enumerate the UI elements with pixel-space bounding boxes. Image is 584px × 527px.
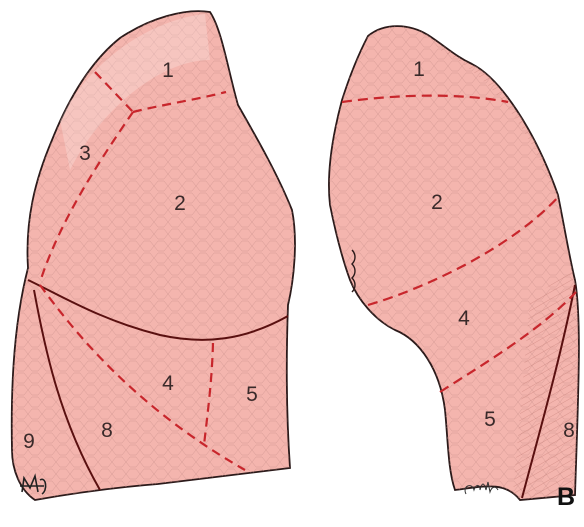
left-segment-9-label: 9 bbox=[23, 430, 35, 453]
left-segment-8-label: 8 bbox=[101, 419, 113, 442]
left-segment-1-label: 1 bbox=[162, 59, 174, 82]
right-lung: 1 2 4 5 8 bbox=[300, 0, 584, 527]
panel-letter: B bbox=[557, 483, 575, 511]
right-segment-2-label: 2 bbox=[431, 191, 443, 214]
right-lung-texture bbox=[300, 0, 584, 527]
right-segment-1-label: 1 bbox=[413, 58, 425, 81]
left-segment-3-label: 3 bbox=[79, 142, 91, 165]
left-lung: 1 2 3 4 5 8 9 bbox=[0, 0, 300, 527]
left-segment-4-label: 4 bbox=[162, 372, 174, 395]
right-segment-4-label: 4 bbox=[458, 307, 470, 330]
left-lung-texture bbox=[0, 0, 300, 527]
right-segment-5-label: 5 bbox=[484, 408, 496, 431]
right-segment-8-label: 8 bbox=[563, 419, 575, 442]
left-segment-5-label: 5 bbox=[246, 383, 258, 406]
left-segment-2-label: 2 bbox=[174, 192, 186, 215]
